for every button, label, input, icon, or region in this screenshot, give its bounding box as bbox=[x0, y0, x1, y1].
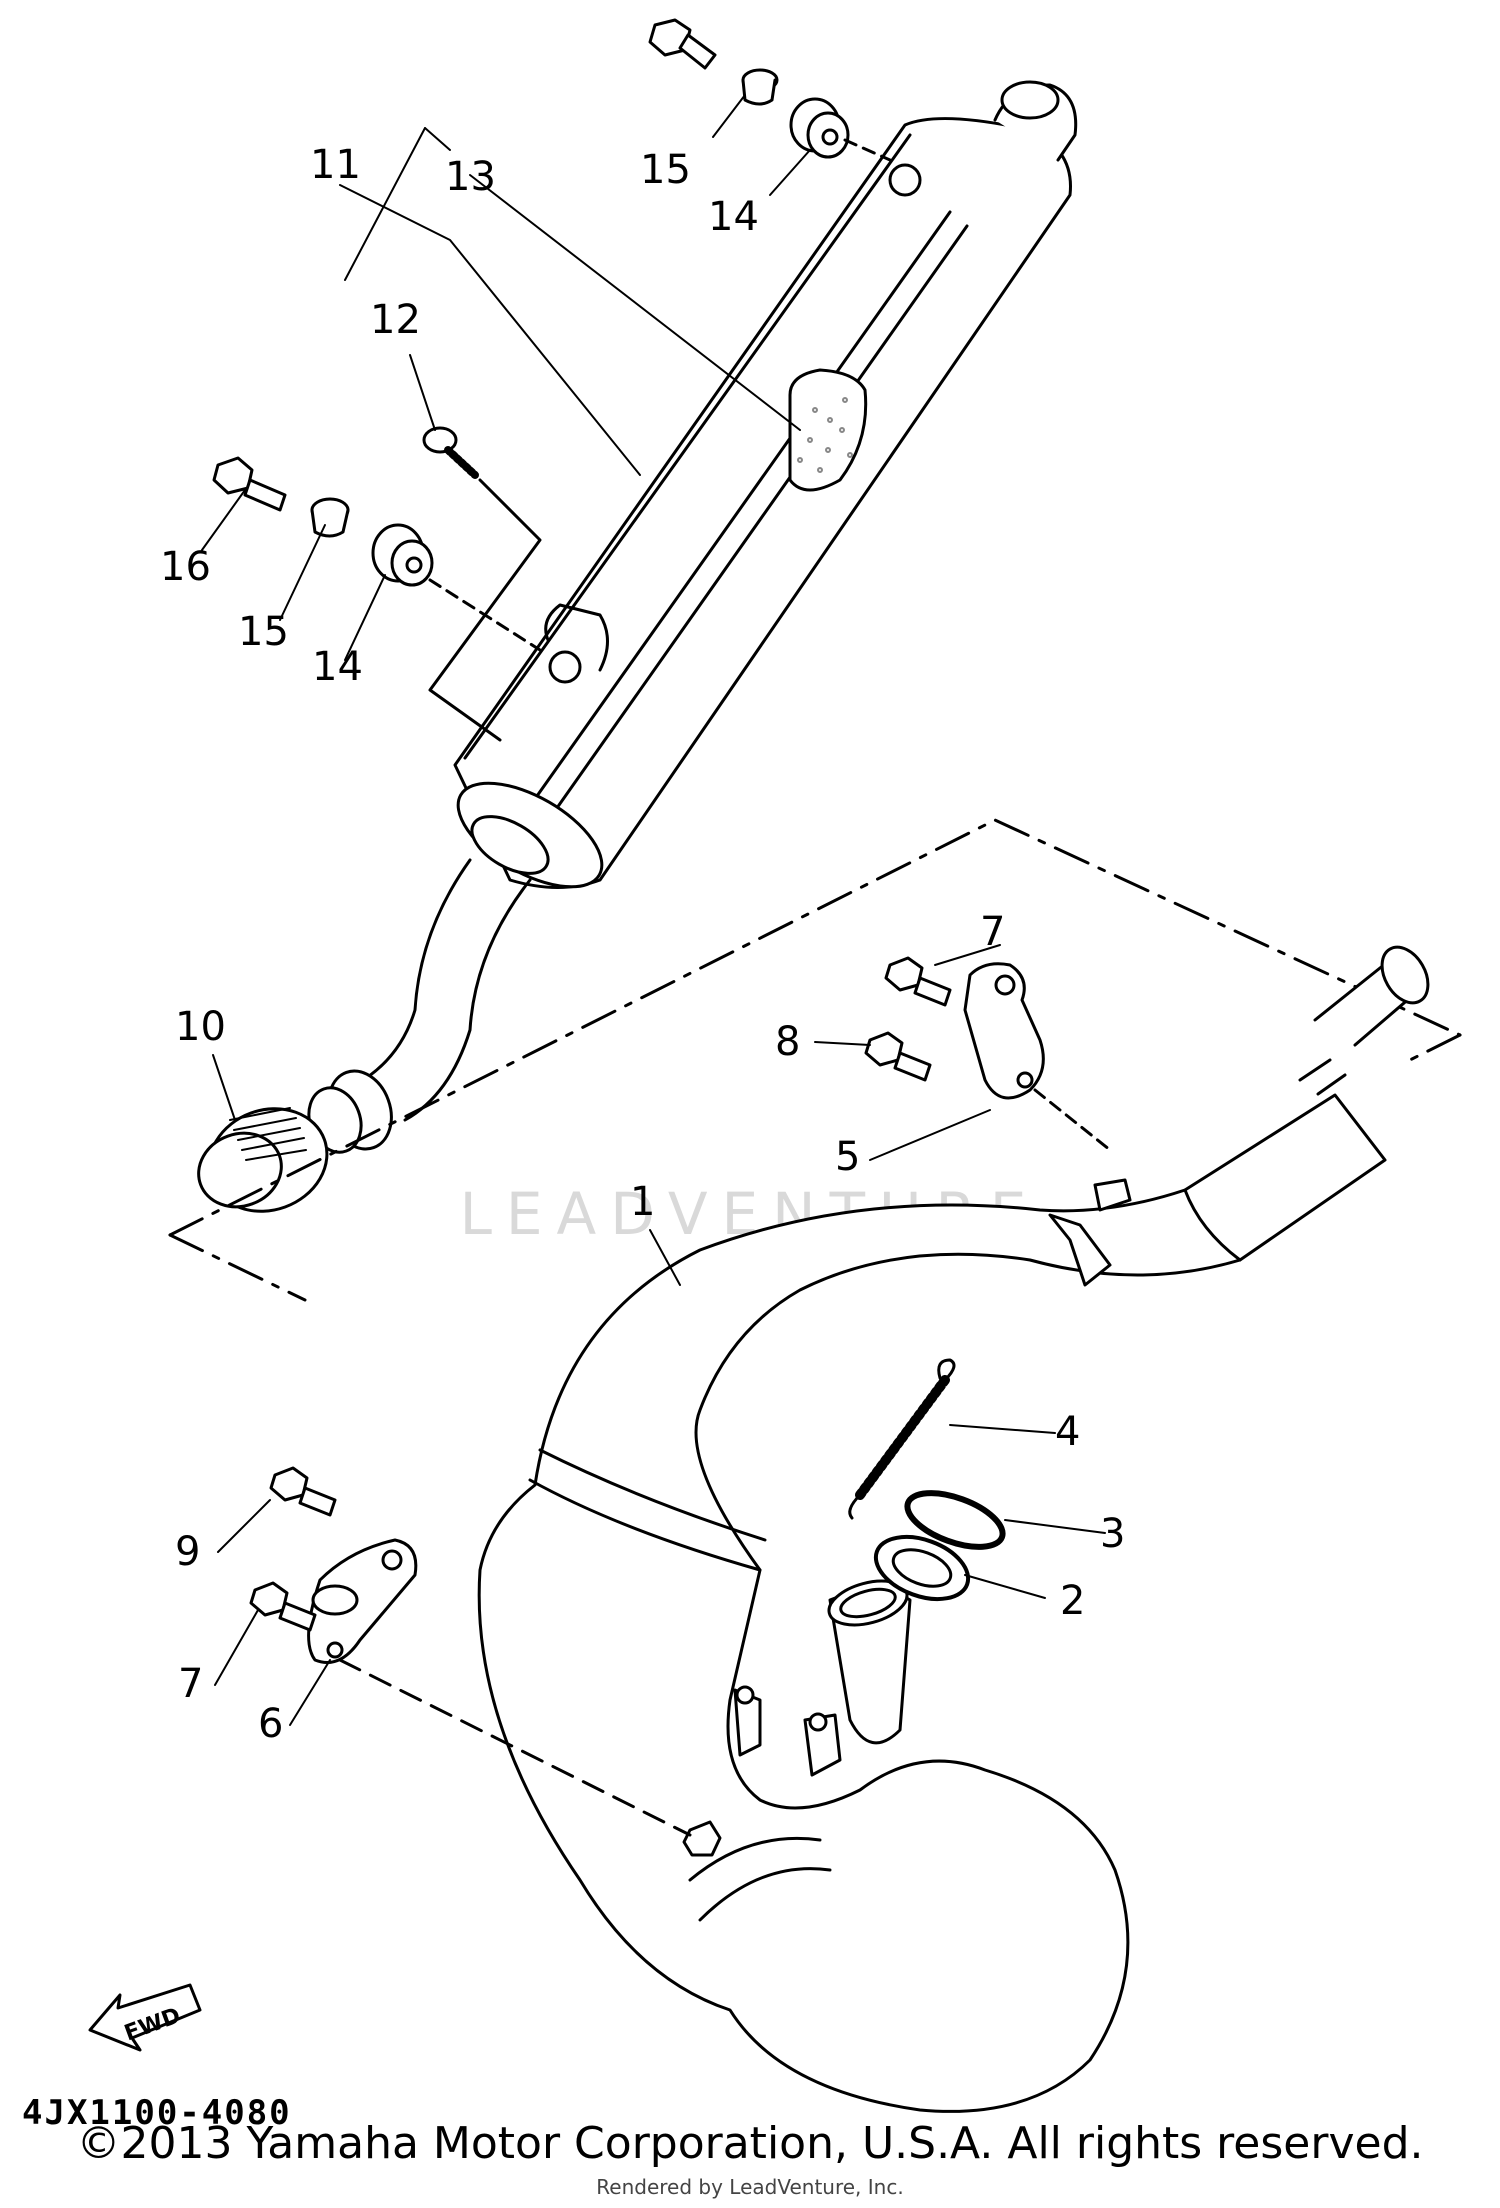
callout-15-top: 15 bbox=[640, 147, 691, 193]
leader-lines bbox=[201, 94, 1106, 1726]
bolt-7-lower bbox=[249, 1581, 317, 1632]
grommet-14 bbox=[371, 523, 434, 587]
screw-12 bbox=[422, 426, 479, 479]
spring bbox=[848, 1358, 956, 1520]
copyright-notice: ©2013 Yamaha Motor Corporation, U.S.A. A… bbox=[76, 2118, 1424, 2169]
bolt-9 bbox=[269, 1466, 337, 1517]
gasket-2 bbox=[873, 1534, 971, 1602]
callout-14-top: 14 bbox=[708, 194, 759, 240]
callout-numbers: 15 14 11 13 12 16 15 14 10 7 8 5 1 4 3 2… bbox=[160, 142, 1125, 1747]
callout-8: 8 bbox=[775, 1019, 800, 1065]
bolt-8 bbox=[864, 1031, 932, 1082]
fwd-arrow-icon bbox=[88, 1983, 202, 2052]
callout-10: 10 bbox=[175, 1004, 226, 1050]
callout-7-lower: 7 bbox=[178, 1661, 203, 1707]
upper-grommet bbox=[789, 97, 850, 159]
callout-4: 4 bbox=[1055, 1409, 1080, 1455]
bolt-16 bbox=[212, 456, 287, 512]
bolt-7-top bbox=[884, 956, 952, 1007]
bracket-6 bbox=[307, 1538, 418, 1664]
upper-collar bbox=[741, 68, 779, 106]
exhaust-pipe bbox=[477, 945, 1430, 2113]
callout-13: 13 bbox=[445, 154, 496, 200]
callout-5: 5 bbox=[835, 1134, 860, 1180]
callout-9: 9 bbox=[175, 1529, 200, 1575]
callout-7-top: 7 bbox=[980, 909, 1005, 955]
collar-15 bbox=[310, 497, 350, 538]
muffler-silencer bbox=[453, 80, 1078, 889]
diagram-part-code: 4JX1100-4080 bbox=[22, 2093, 292, 2133]
link-pipe bbox=[307, 858, 532, 1154]
callout-15-left: 15 bbox=[238, 609, 289, 655]
callout-3: 3 bbox=[1100, 1511, 1125, 1557]
callout-11: 11 bbox=[310, 142, 361, 188]
bracket-5 bbox=[963, 962, 1045, 1100]
callout-1: 1 bbox=[630, 1179, 655, 1225]
callout-14-left: 14 bbox=[312, 644, 363, 690]
rendered-by-credit: Rendered by LeadVenture, Inc. bbox=[596, 2175, 904, 2199]
callout-6: 6 bbox=[258, 1701, 283, 1747]
callout-16: 16 bbox=[160, 544, 211, 590]
upper-bolt bbox=[648, 18, 717, 70]
assembly-outline bbox=[168, 818, 1462, 1237]
gasket-10 bbox=[197, 1107, 329, 1213]
o-ring bbox=[904, 1490, 1006, 1550]
callout-12: 12 bbox=[370, 297, 421, 343]
callout-2: 2 bbox=[1060, 1578, 1085, 1624]
